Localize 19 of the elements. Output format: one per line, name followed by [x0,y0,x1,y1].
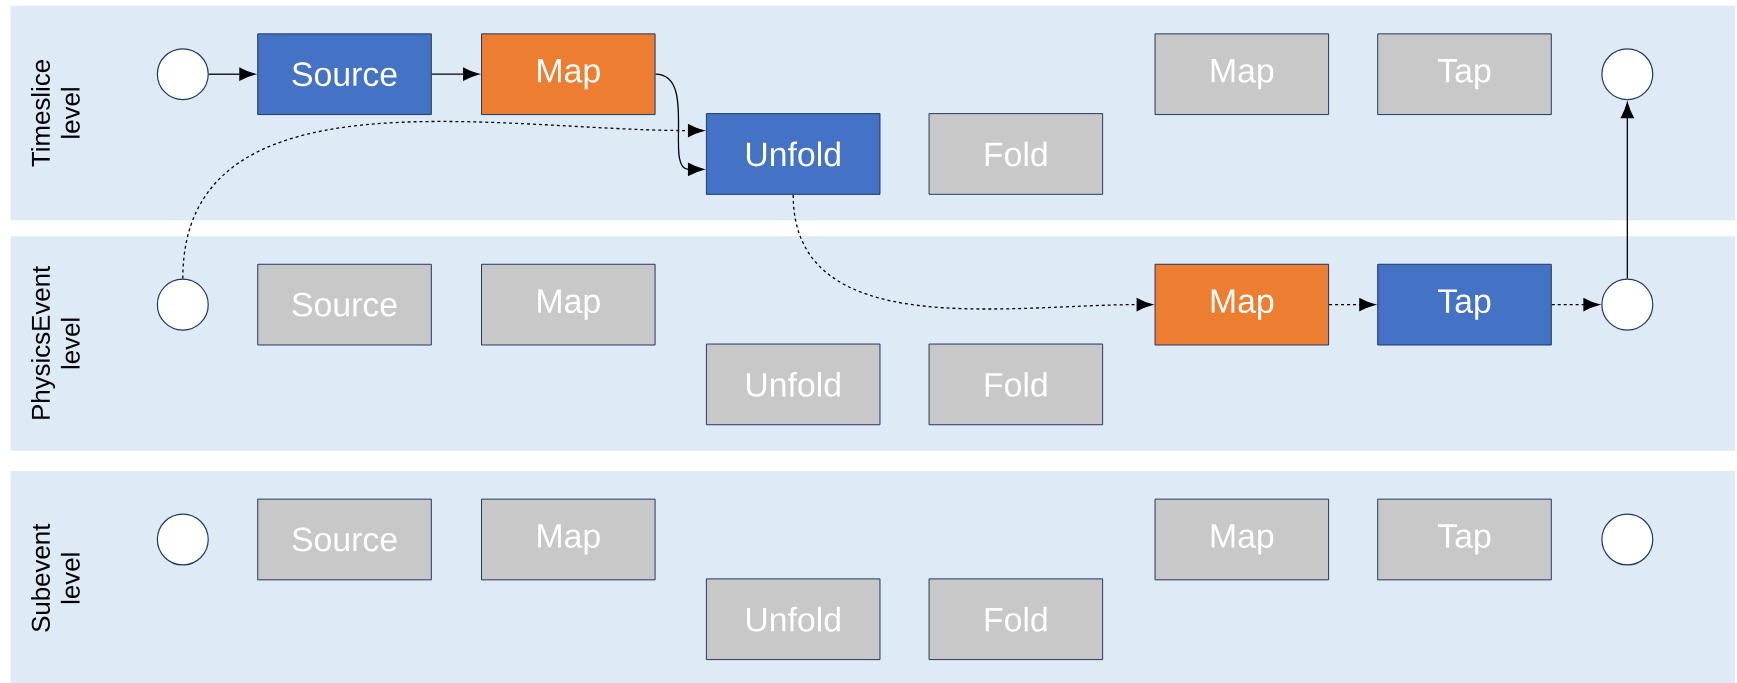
process-box: Map [1154,263,1330,346]
process-box: Map [481,33,656,115]
circle [1601,278,1654,331]
arrow [1551,297,1600,311]
circle [156,47,209,100]
arrow [208,67,256,81]
circle [156,513,209,566]
arrow [1620,101,1634,279]
arrow [431,67,480,81]
process-box: Source [257,33,432,115]
process-box: Tap [1377,263,1552,346]
circle [156,278,209,331]
arrow [792,193,1153,311]
arrow [1328,297,1376,311]
arrow [182,120,704,279]
arrow [654,73,704,176]
process-box: Unfold [705,112,881,195]
circle [1601,513,1654,566]
circle [1601,47,1654,100]
